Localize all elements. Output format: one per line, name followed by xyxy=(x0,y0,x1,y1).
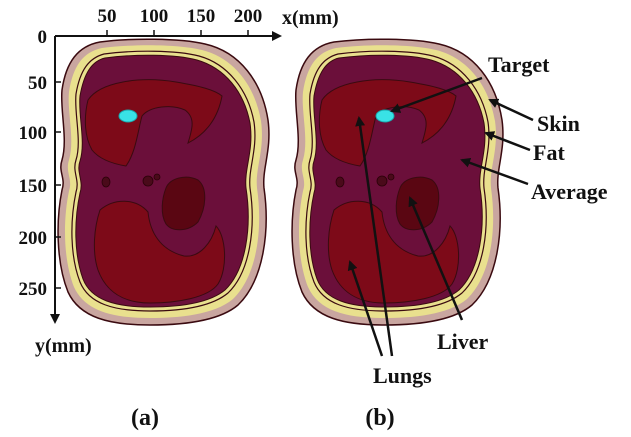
y-tick-label-150: 150 xyxy=(19,176,48,197)
y-tick-label-0: 0 xyxy=(38,27,48,48)
fat-label: Fat xyxy=(533,140,565,165)
y-tick-label-100: 100 xyxy=(19,123,48,144)
lungs-label: Lungs xyxy=(373,363,432,388)
skin-label: Skin xyxy=(537,111,580,136)
caption-b: (b) xyxy=(365,405,394,431)
phantom-a xyxy=(58,39,269,325)
y-tick-label-250: 250 xyxy=(19,279,48,300)
x-tick-label-150: 150 xyxy=(187,6,216,27)
x-axis-label: x(mm) xyxy=(282,7,339,29)
target-b xyxy=(376,110,394,122)
y-tick-label-200: 200 xyxy=(19,228,48,249)
y-tick-label-50: 50 xyxy=(28,73,47,94)
x-tick-label-50: 50 xyxy=(98,6,117,27)
target-a xyxy=(119,110,137,122)
x-tick-label-100: 100 xyxy=(140,6,169,27)
target-label: Target xyxy=(488,52,550,77)
liver-label: Liver xyxy=(437,329,489,354)
caption-a: (a) xyxy=(131,405,159,431)
y-axis-label: y(mm) xyxy=(35,335,92,357)
x-tick-label-200: 200 xyxy=(234,6,263,27)
average-label: Average xyxy=(531,179,608,204)
